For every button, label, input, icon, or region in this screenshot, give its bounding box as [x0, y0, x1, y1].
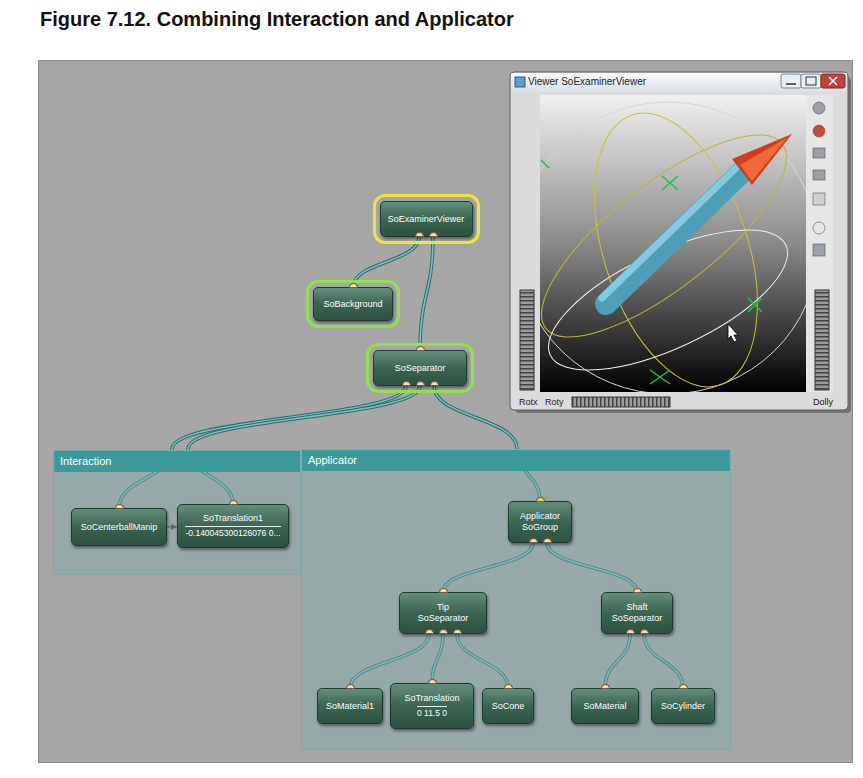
node-name: SoTranslation1 [203, 513, 263, 524]
field-value: -0.140045300126076 0... [185, 526, 280, 539]
input-port [229, 500, 238, 505]
group-header: Interaction [54, 451, 300, 472]
input-port [416, 346, 425, 351]
input-port [115, 504, 124, 509]
figure-title: Figure 7.12. Combining Interaction and A… [40, 8, 514, 31]
scene-node: SoSeparator [373, 350, 467, 386]
node-name: SoCylinder [661, 701, 705, 712]
group-title: Applicator [308, 454, 357, 466]
scene-node: SoExaminerViewer [380, 201, 473, 237]
node-name: SoCone [492, 701, 525, 712]
scene-node: SoCylinder [651, 688, 715, 724]
input-port [439, 588, 448, 593]
node-name: Tip [437, 602, 449, 613]
group-panel: ApplicatorApplicatorSoGroupTipSoSeparato… [301, 449, 731, 750]
input-port [346, 684, 355, 689]
node-name: SoSeparator [395, 363, 446, 374]
window-title: Viewer SoExaminerViewer [528, 76, 646, 87]
scene-node: TipSoSeparator [399, 592, 487, 634]
node-name: SoTranslation [404, 693, 459, 704]
scene-node: ApplicatorSoGroup [508, 501, 572, 543]
wheel-label: Rotx [519, 397, 538, 407]
output-port [425, 629, 434, 634]
output-port [402, 381, 411, 386]
scene-node: SoTranslation 0 11.5 0 [390, 683, 474, 729]
node-name: SoSeparator [612, 613, 663, 624]
input-port [601, 684, 610, 689]
node-name: SoSeparator [418, 613, 469, 624]
input-port [679, 684, 688, 689]
output-port [529, 538, 538, 543]
node-name: SoBackground [323, 299, 382, 310]
input-port [504, 684, 513, 689]
output-port [430, 381, 439, 386]
group-header: Applicator [302, 450, 730, 471]
group-panel: InteractionSoCenterballManip SoTranslatio… [53, 450, 301, 575]
input-port [536, 497, 545, 502]
scene-link [420, 237, 433, 350]
scene-link [353, 237, 419, 287]
link-core [420, 237, 433, 350]
scene-node: SoBackground [313, 287, 393, 321]
input-port [633, 588, 642, 593]
scene-node: SoCone [482, 688, 534, 724]
field-value: 0 11.5 0 [417, 706, 447, 719]
output-port [626, 629, 635, 634]
output-port [543, 538, 552, 543]
scene-node: ShaftSoSeparator [601, 592, 673, 634]
input-port [349, 283, 358, 288]
wheel-label: Roty [545, 397, 564, 407]
node-name: SoCenterballManip [81, 522, 158, 533]
link-outline [420, 237, 433, 350]
link-core [353, 237, 419, 287]
scene-node: SoMaterial [571, 688, 639, 724]
node-name: SoExaminerViewer [388, 214, 464, 225]
output-port [415, 232, 424, 237]
output-port [640, 629, 649, 634]
node-name: SoMaterial1 [326, 701, 374, 712]
output-port [416, 381, 425, 386]
node-name: SoMaterial [583, 701, 626, 712]
output-port [453, 629, 462, 634]
node-name: Shaft [626, 602, 647, 613]
node-name: Applicator [520, 511, 560, 522]
scene-node: SoCenterballManip [71, 508, 167, 546]
group-title: Interaction [60, 455, 111, 467]
scene-node: SoTranslation1 -0.140045300126076 0... [177, 504, 289, 548]
node-name: SoGroup [522, 522, 558, 533]
output-port [439, 629, 448, 634]
wheel-label: Dolly [813, 397, 833, 407]
link-outline [353, 237, 419, 287]
input-port [428, 679, 437, 684]
scene-node: SoMaterial1 [317, 688, 383, 724]
output-port [429, 232, 438, 237]
